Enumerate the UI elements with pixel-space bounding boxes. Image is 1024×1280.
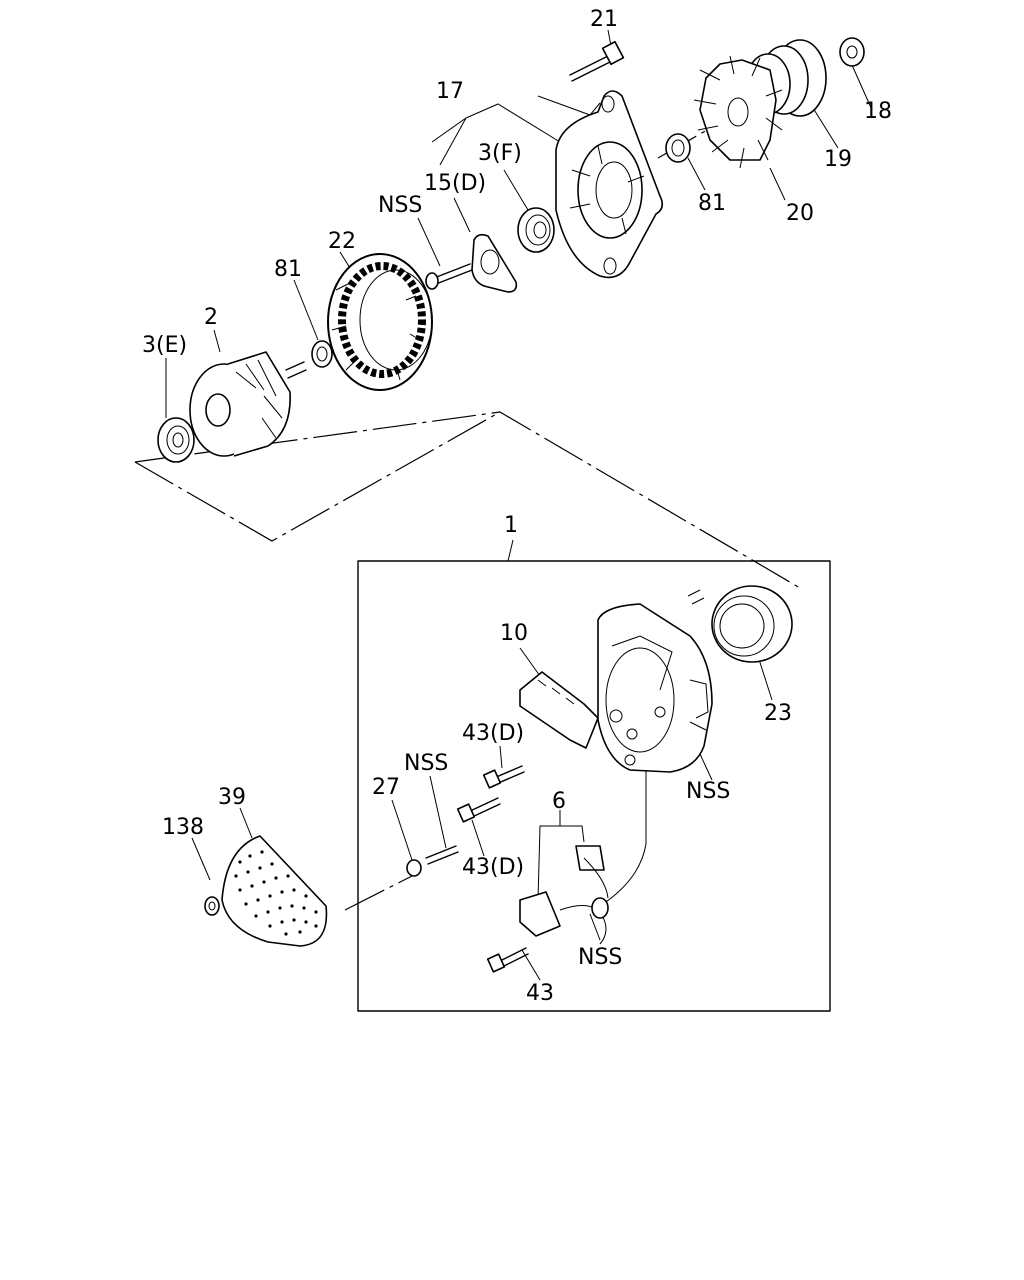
label-43: 43 <box>526 981 554 1006</box>
label-81-rear: 81 <box>274 257 302 282</box>
label-nss-mid: NSS <box>404 751 448 776</box>
label-43d-lower: 43(D) <box>462 855 524 880</box>
guide-lines <box>134 95 831 1012</box>
regulator-10 <box>519 671 599 749</box>
screw-43 <box>486 947 529 973</box>
stator-22 <box>327 253 433 391</box>
screw-43d-lower <box>456 797 501 823</box>
label-3f: 3(F) <box>478 141 522 166</box>
brush-holder-6 <box>519 770 647 945</box>
label-21: 21 <box>590 7 618 32</box>
part-labels: 21 17 18 19 81 20 3(F) 15(D) NSS 22 81 2… <box>142 7 892 1006</box>
label-27: 27 <box>372 775 400 800</box>
screw-nss-top <box>425 263 473 290</box>
assembly-1-box <box>357 560 831 1012</box>
front-housing-17 <box>555 90 664 279</box>
label-20: 20 <box>786 201 814 226</box>
label-81-front: 81 <box>698 191 726 216</box>
nut-18 <box>839 37 865 67</box>
rear-housing <box>597 603 713 773</box>
spacer-81-front <box>665 133 691 163</box>
label-17: 17 <box>436 79 464 104</box>
leader-lines <box>165 29 873 981</box>
label-19: 19 <box>824 147 852 172</box>
stud-nss <box>425 845 459 865</box>
rotor-2 <box>189 351 307 457</box>
label-nss-bottom: NSS <box>578 945 622 970</box>
label-138: 138 <box>162 815 204 840</box>
screw-43d-upper <box>482 765 525 789</box>
label-nss-right: NSS <box>686 779 730 804</box>
label-18: 18 <box>864 99 892 124</box>
spacer-81-rear <box>311 340 333 368</box>
label-23: 23 <box>764 701 792 726</box>
label-43d-upper: 43(D) <box>462 721 524 746</box>
label-10: 10 <box>500 621 528 646</box>
bolt-21 <box>569 40 625 82</box>
bearing-3e <box>157 417 195 463</box>
nut-27 <box>406 859 422 877</box>
label-2: 2 <box>204 305 218 330</box>
label-3e: 3(E) <box>142 333 187 358</box>
fan-20 <box>693 55 783 169</box>
coil-housing-23 <box>687 585 793 663</box>
bearing-3f <box>517 207 555 253</box>
label-1: 1 <box>504 513 518 538</box>
label-22: 22 <box>328 229 356 254</box>
label-6: 6 <box>552 789 566 814</box>
label-nss-top: NSS <box>378 193 422 218</box>
label-39: 39 <box>218 785 246 810</box>
retainer-plate-15d <box>471 233 518 293</box>
nut-138 <box>204 896 220 916</box>
label-15d: 15(D) <box>424 171 486 196</box>
cover-39 <box>221 835 328 947</box>
